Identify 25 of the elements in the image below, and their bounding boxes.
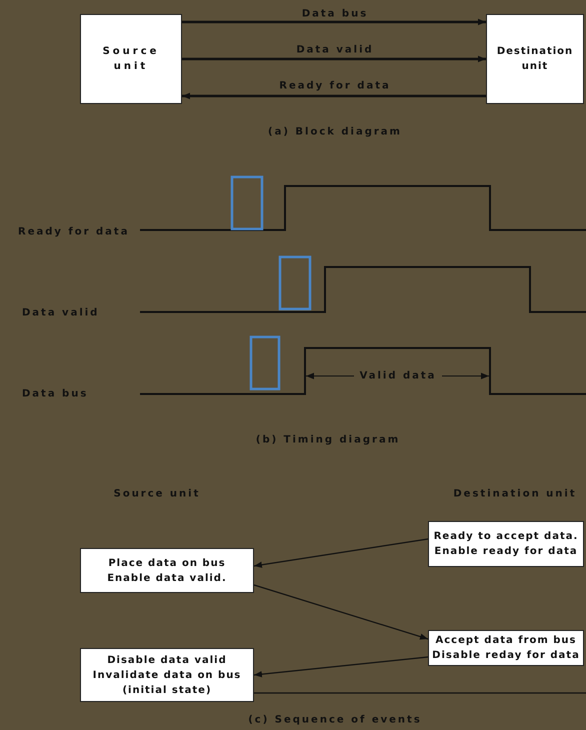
edge-label: Ready for data — [279, 80, 391, 92]
event-box: Disable data valid Invalidate data on bus (initial state) — [80, 648, 254, 702]
unit-box: Destination unit — [486, 14, 584, 104]
signal-label: Data valid — [22, 308, 100, 318]
event-box: Accept data from bus Disable reday for data — [428, 630, 584, 666]
arrow — [254, 584, 428, 640]
signal-label: Ready for data — [18, 226, 130, 238]
arrow — [254, 656, 428, 678]
arrow — [182, 56, 486, 62]
event-box: Ready to accept data. Enable ready for data — [428, 521, 584, 567]
unit-box: Source unit — [80, 14, 182, 104]
arrow — [182, 18, 486, 26]
edge-label: Data valid — [296, 44, 374, 56]
column-heading: Destination unit — [453, 488, 577, 500]
edge-label: Data bus — [302, 8, 368, 20]
dimension-label: Valid data — [360, 370, 436, 382]
caption: (a) Block diagram — [268, 126, 402, 138]
arrow — [254, 538, 428, 568]
signal-label: Data bus — [22, 388, 88, 400]
event-box: Place data on bus Enable data valid. — [80, 548, 254, 593]
arrow — [182, 92, 486, 100]
caption: (b) Timing diagram — [256, 434, 400, 446]
column-heading: Source unit — [114, 488, 200, 500]
connector-line — [254, 692, 586, 694]
caption: (c) Sequence of events — [248, 714, 422, 726]
